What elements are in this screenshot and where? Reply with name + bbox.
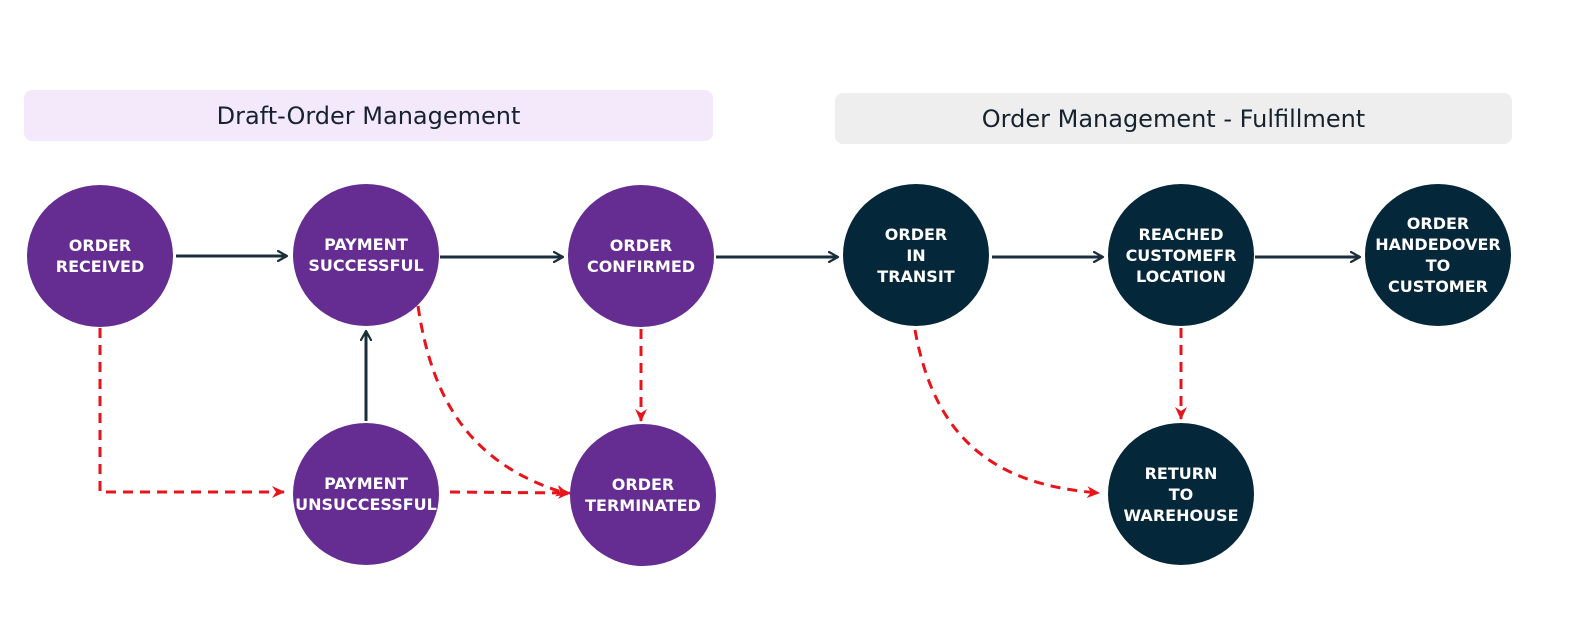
node-order-received: ORDER RECEIVED (27, 185, 173, 327)
edge-received-to-payment-unsuccessful (98, 328, 285, 498)
node-return-to-warehouse: RETURN TO WAREHOUSE (1108, 423, 1254, 565)
node-order-terminated: ORDER TERMINATED (570, 424, 716, 566)
node-order-in-transit: ORDER IN TRANSIT (843, 184, 989, 326)
node-order-confirmed: ORDER CONFIRMED (568, 185, 714, 327)
node-order-handedover: ORDER HANDEDOVER TO CUSTOMER (1365, 184, 1511, 326)
node-payment-successful: PAYMENT SUCCESSFUL (293, 184, 439, 326)
node-reached-customer-location: REACHED CUSTOMEFR LOCATION (1108, 184, 1254, 326)
edge-payment-successful-to-terminated (416, 305, 569, 497)
order-fulfillment-header: Order Management - Fulfillment (835, 93, 1512, 144)
edge-in-transit-to-return (913, 329, 1100, 499)
edge-payment-unsuccessful-to-terminated (449, 486, 571, 499)
draft-order-management-header: Draft-Order Management (24, 90, 713, 141)
node-payment-unsuccessful: PAYMENT UNSUCCESSFUL (293, 423, 439, 565)
